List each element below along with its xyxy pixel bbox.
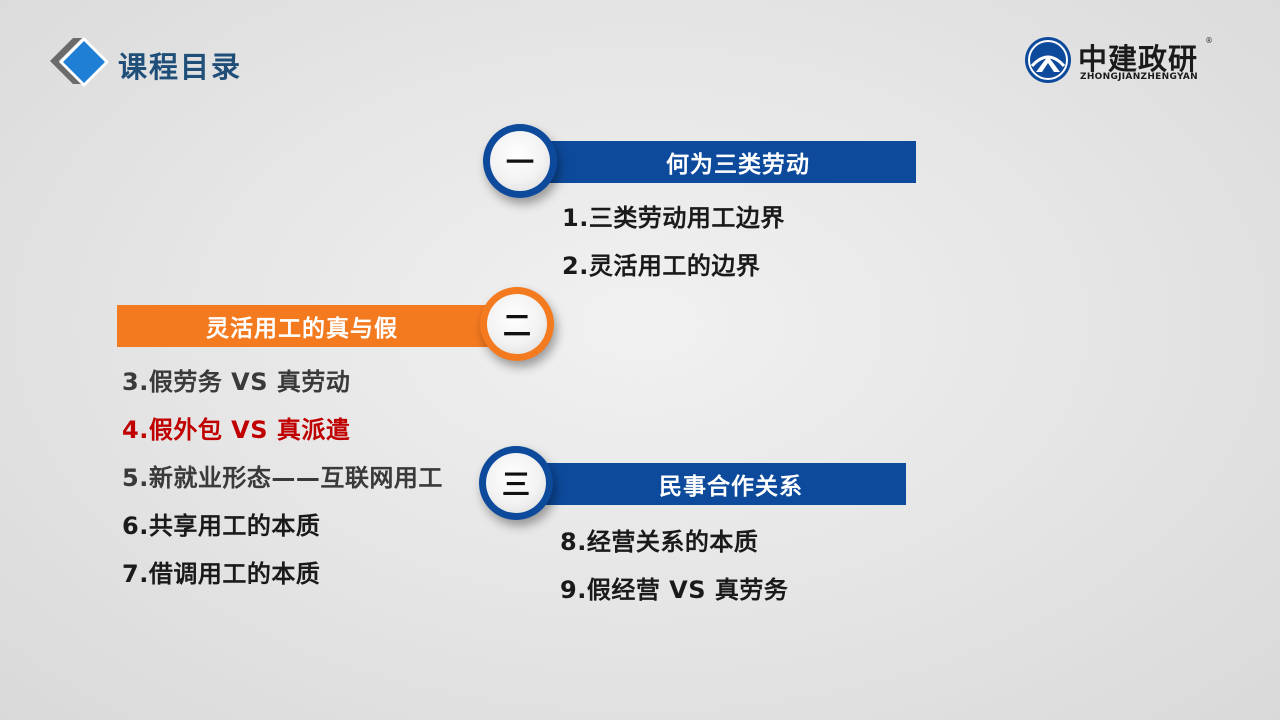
section-1-banner: 何为三类劳动 [520, 141, 916, 183]
logo-name-en: ZHONGJIANZHENGYAN [1080, 72, 1199, 82]
section-1-number-badge: 一 [483, 124, 557, 198]
section-3-number-badge: 三 [479, 446, 553, 520]
section-1-item-2[interactable]: 2.灵活用工的边界 [562, 252, 761, 280]
section-2-item-3[interactable]: 3.假劳务 VS 真劳动 [122, 368, 351, 396]
section-3-item-9[interactable]: 9.假经营 VS 真劳务 [560, 576, 789, 604]
section-3-banner: 民事合作关系 [516, 463, 906, 505]
section-2-item-7[interactable]: 7.借调用工的本质 [122, 560, 321, 588]
company-logo: 中建政研 ® ZHONGJIANZHENGYAN [1024, 34, 1214, 88]
section-2-item-6[interactable]: 6.共享用工的本质 [122, 512, 321, 540]
logo-registered-mark: ® [1205, 36, 1213, 45]
section-3-title: 民事合作关系 [659, 474, 803, 500]
section-1-title: 何为三类劳动 [666, 152, 810, 178]
section-2-number: 二 [487, 294, 547, 354]
section-3-number: 三 [486, 453, 546, 513]
section-2-title: 灵活用工的真与假 [206, 316, 398, 342]
section-1-number: 一 [490, 131, 550, 191]
section-3-item-8[interactable]: 8.经营关系的本质 [560, 528, 759, 556]
logo-emblem-icon [1024, 36, 1072, 84]
section-2-number-badge: 二 [480, 287, 554, 361]
section-1-item-1[interactable]: 1.三类劳动用工边界 [562, 204, 785, 232]
logo-name-cn: 中建政研 [1078, 42, 1199, 76]
page-title: 课程目录 [118, 50, 243, 84]
section-2-banner: 灵活用工的真与假 [117, 305, 517, 347]
section-2-item-4[interactable]: 4.假外包 VS 真派遣 [122, 416, 351, 444]
section-2-item-5[interactable]: 5.新就业形态——互联网用工 [122, 464, 443, 492]
title-diamond-icon [48, 34, 112, 90]
